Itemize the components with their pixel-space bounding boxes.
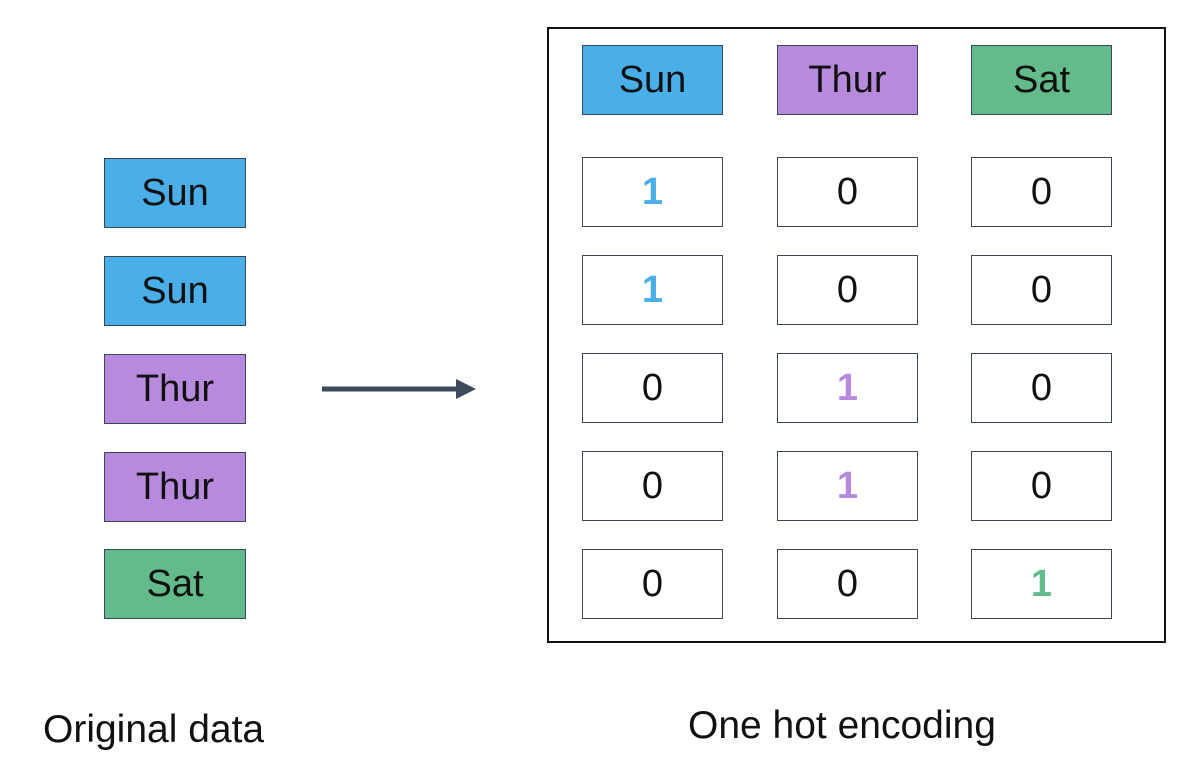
original-item: Thur <box>104 354 246 424</box>
original-item: Thur <box>104 452 246 522</box>
original-item: Sat <box>104 549 246 619</box>
encoded-cell: 1 <box>971 549 1112 619</box>
column-header-sat: Sat <box>971 45 1112 115</box>
encoded-cell: 0 <box>971 157 1112 227</box>
encoded-cell: 0 <box>582 451 723 521</box>
encoded-cell: 0 <box>971 255 1112 325</box>
encoded-cell: 0 <box>777 549 918 619</box>
one-hot-frame <box>547 27 1166 643</box>
original-item: Sun <box>104 158 246 228</box>
encoded-cell: 0 <box>777 157 918 227</box>
one-hot-encoding-caption: One hot encoding <box>688 704 996 747</box>
column-header-thur: Thur <box>777 45 918 115</box>
original-item: Sun <box>104 256 246 326</box>
encoded-cell: 0 <box>582 549 723 619</box>
column-header-sun: Sun <box>582 45 723 115</box>
encoded-cell: 1 <box>582 157 723 227</box>
arrow-head <box>456 379 476 399</box>
encoded-cell: 0 <box>971 451 1112 521</box>
original-data-caption: Original data <box>43 708 265 751</box>
encoded-cell: 1 <box>777 353 918 423</box>
right-arrow-icon <box>322 379 476 399</box>
encoded-cell: 0 <box>582 353 723 423</box>
encoded-cell: 0 <box>971 353 1112 423</box>
encoded-cell: 1 <box>582 255 723 325</box>
encoded-cell: 0 <box>777 255 918 325</box>
encoded-cell: 1 <box>777 451 918 521</box>
